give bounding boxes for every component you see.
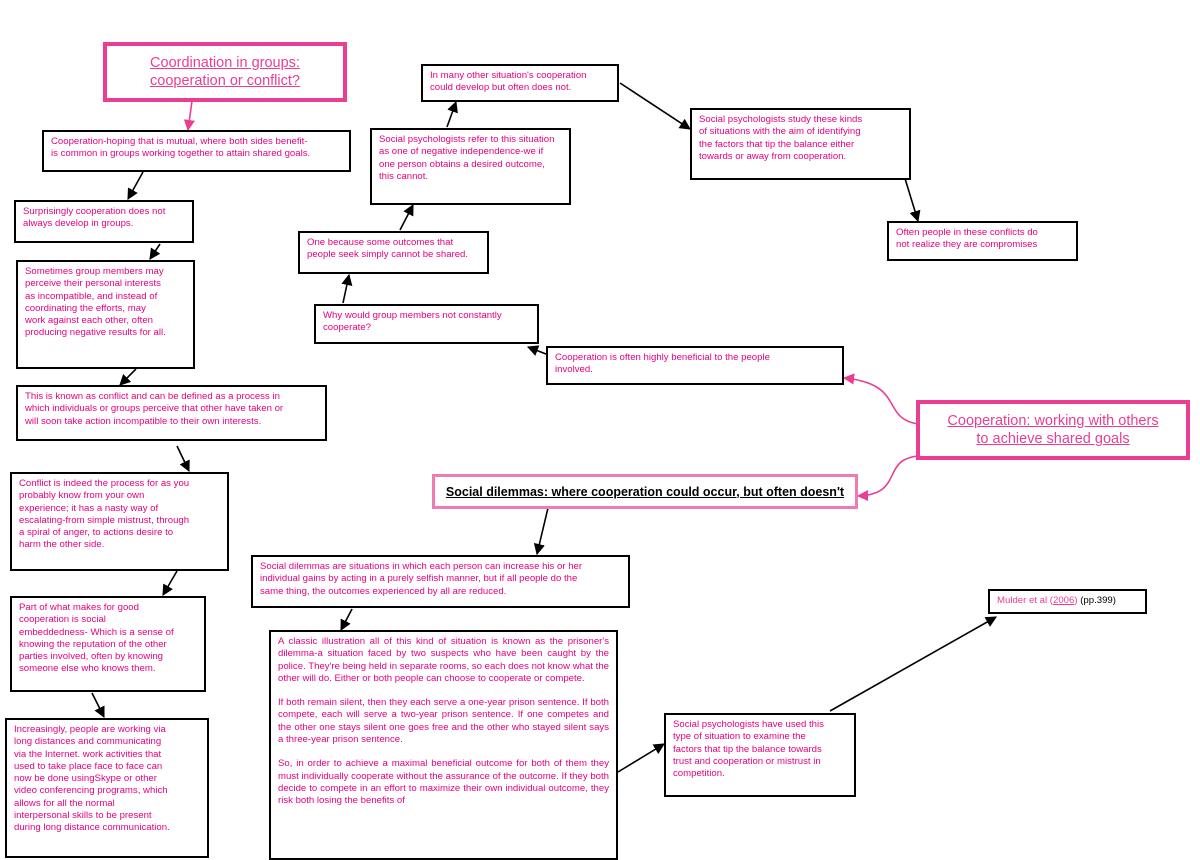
- arrow-study-often: [902, 171, 921, 223]
- psychologists-used-box: Social psychologists have used this type…: [664, 713, 856, 797]
- reference-pages: (pp.399): [1077, 595, 1116, 606]
- arrow-beneficial-why: [526, 345, 547, 356]
- coordination-title-box: Coordination in groups: cooperation or c…: [103, 42, 347, 102]
- reference-year[interactable]: 2006: [1052, 595, 1075, 606]
- cooperation-beneficial-box: Cooperation is often highly beneficial t…: [546, 346, 844, 385]
- incompatible-interests-box: Sometimes group members may perceive the…: [16, 260, 195, 369]
- reference-close: ): [1074, 595, 1078, 606]
- arrow-b6-b7: [91, 692, 105, 719]
- arrow-coordination-b1: [183, 100, 195, 132]
- why-not-cooperate-box: Why would group members not constantly c…: [314, 304, 539, 344]
- psychologists-study-box: Social psychologists study these kinds o…: [690, 108, 911, 180]
- cooperation-not-always-box: Surprisingly cooperation does not always…: [14, 200, 194, 243]
- prisoners-dilemma-box: A classic illustration all of this kind …: [269, 630, 618, 860]
- negative-independence-box: Social psychologists refer to this situa…: [370, 128, 571, 205]
- prisoners-dilemma-paragraph-1: A classic illustration all of this kind …: [278, 636, 609, 684]
- cooperation-could-develop-box: In many other situation's cooperation co…: [421, 64, 619, 102]
- outcomes-not-shared-box: One because some outcomes that people se…: [298, 231, 489, 274]
- social-dilemmas-title: Social dilemmas: where cooperation could…: [445, 484, 845, 499]
- reference-authors: Mulder et al (: [997, 595, 1053, 606]
- arrow-inmany-study: [619, 82, 691, 130]
- arrow-b1-b2: [127, 171, 144, 200]
- social-dilemma-definition-box: Social dilemmas are situations in which …: [251, 555, 630, 608]
- unaware-compromises-box: Often people in these conflicts do not r…: [887, 221, 1078, 261]
- cooperation-title: Cooperation: working with others to achi…: [947, 413, 1159, 447]
- arrow-why-onebecause: [341, 273, 353, 304]
- prisoners-dilemma-paragraph-2: If both remain silent, then they each se…: [278, 697, 609, 746]
- arrow-cooperation-socialdilemma: [856, 455, 919, 502]
- arrow-def-prisoner: [340, 608, 353, 631]
- arrow-cooperation-beneficial: [842, 373, 919, 425]
- social-embeddedness-box: Part of what makes for good cooperation …: [10, 596, 206, 692]
- arrow-onebecause-refer: [399, 204, 414, 231]
- coordination-title: Coordination in groups: cooperation or c…: [150, 55, 300, 89]
- arrow-b4-b5: [176, 445, 190, 473]
- arrow-refer-inmany: [446, 100, 458, 128]
- cooperation-definition-box: Cooperation-hoping that is mutual, where…: [42, 130, 351, 172]
- reference-box: Mulder et al (2006) (pp.399): [988, 589, 1147, 614]
- arrow-b5-b6: [162, 570, 178, 596]
- conflict-escalation-box: Conflict is indeed the process for as yo…: [10, 472, 229, 571]
- cooperation-title-box: Cooperation: working with others to achi…: [916, 400, 1190, 460]
- arrow-prisoner-used: [617, 743, 665, 773]
- arrow-b2-b3: [149, 243, 161, 260]
- prisoners-dilemma-paragraph-3: So, in order to achieve a maximal benefi…: [278, 758, 609, 807]
- conflict-definition-box: This is known as conflict and can be def…: [16, 385, 327, 441]
- social-dilemmas-title-box: Social dilemmas: where cooperation could…: [432, 474, 858, 509]
- arrow-used-reference: [829, 616, 997, 712]
- arrow-b3-b4: [119, 368, 137, 386]
- arrow-socialdilemma-def: [533, 507, 549, 556]
- long-distance-work-box: Increasingly, people are working via lon…: [5, 718, 209, 858]
